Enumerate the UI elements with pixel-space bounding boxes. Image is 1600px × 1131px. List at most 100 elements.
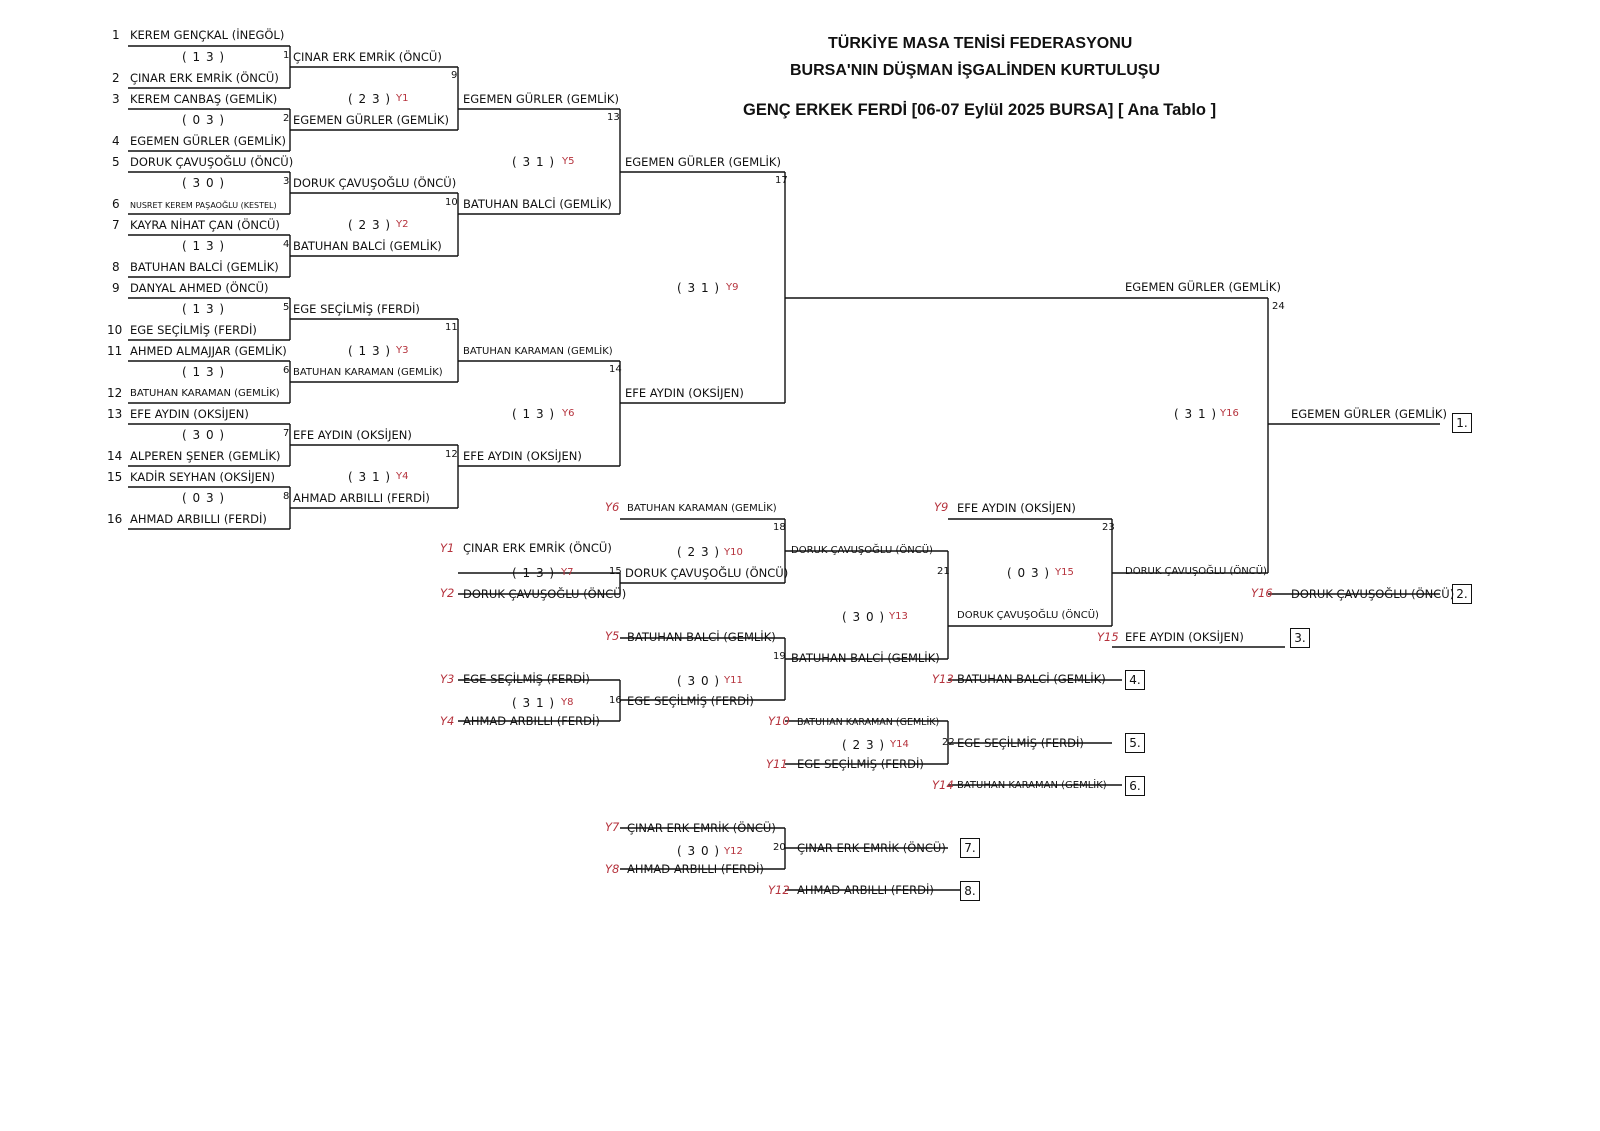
loser-code: Y16 [1220,408,1239,419]
match-number: 18 [773,522,786,533]
seed-number: 11 [107,344,123,358]
place-name: BATUHAN BALCİ (GEMLİK) [957,672,1106,686]
seed-number: 14 [107,449,123,463]
federation-title: TÜRKİYE MASA TENİSİ FEDERASYONU [828,35,1133,52]
match-number: 22 [942,737,955,748]
seed-number: 12 [107,386,123,400]
match-score: ( 2 3 ) [348,92,392,106]
match-winner: EGE SEÇİLMİŞ (FERDİ) [293,302,420,316]
seed-name: DORUK ÇAVUŞOĞLU (ÖNCÜ) [130,155,294,169]
match-winner: ÇINAR ERK EMRİK (ÖNCÜ) [293,50,442,64]
seed-name: BATUHAN KARAMAN (GEMLİK) [130,388,280,399]
match-number: 12 [445,449,458,460]
seed-number: 10 [107,323,123,337]
loser-tag: Y12 [768,883,790,897]
seed-name: EGE SEÇİLMİŞ (FERDİ) [130,323,257,337]
place-box: 5. [1125,733,1145,753]
player-name: EFE AYDIN (OKSİJEN) [957,501,1076,515]
match-winner: DORUK ÇAVUŞOĞLU (ÖNCÜ) [791,545,933,556]
seed-number: 8 [112,260,120,274]
player-name: AHMAD ARBILLI (FERDİ) [463,714,600,728]
match-number: 1 [283,50,290,61]
match-winner: EGEMEN GÜRLER (GEMLİK) [625,155,781,169]
match-number: 5 [283,302,290,313]
player-name: AHMAD ARBILLI (FERDİ) [627,862,764,876]
match-winner: EGEMEN GÜRLER (GEMLİK) [1125,280,1281,294]
match-number: 23 [1102,522,1115,533]
place-name: BATUHAN KARAMAN (GEMLİK) [957,780,1107,791]
seed-name: KADİR SEYHAN (OKSİJEN) [130,470,275,484]
place-name: ÇINAR ERK EMRİK (ÖNCÜ) [797,841,946,855]
loser-tag: Y4 [440,714,455,728]
match-score: ( 3 1 ) [512,155,556,169]
match-score: ( 2 3 ) [677,545,721,559]
seed-name: DANYAL AHMED (ÖNCÜ) [130,281,269,295]
loser-tag: Y3 [440,672,455,686]
match-score: ( 3 0 ) [677,844,721,858]
match-score: ( 0 3 ) [182,491,226,505]
seed-name: NUSRET KEREM PAŞAOĞLU (KESTEL) [130,201,277,210]
match-score: ( 1 3 ) [182,50,226,64]
seed-number: 16 [107,512,123,526]
place-name: AHMAD ARBILLI (FERDİ) [797,883,934,897]
loser-code: Y8 [561,697,574,708]
loser-tag: Y10 [768,714,790,728]
loser-code: Y1 [396,93,409,104]
loser-tag: Y1 [440,541,455,555]
match-score: ( 3 0 ) [182,176,226,190]
loser-code: Y10 [724,547,743,558]
player-name: BATUHAN BALCİ (GEMLİK) [791,651,940,665]
place-box: 8. [960,881,980,901]
place-name: EGE SEÇİLMİŞ (FERDİ) [957,736,1084,750]
seed-name: BATUHAN BALCİ (GEMLİK) [130,260,279,274]
loser-code: Y12 [724,846,743,857]
match-score: ( 1 3 ) [182,239,226,253]
match-score: ( 0 3 ) [1007,566,1051,580]
match-score: ( 1 3 ) [182,302,226,316]
loser-code: Y15 [1055,567,1074,578]
match-winner: EFE AYDIN (OKSİJEN) [463,449,582,463]
match-number: 14 [609,364,622,375]
seed-number: 6 [112,197,120,211]
match-score: ( 1 3 ) [348,344,392,358]
match-winner: EFE AYDIN (OKSİJEN) [625,386,744,400]
match-number: 8 [283,491,290,502]
player-name: DORUK ÇAVUŞOĞLU (ÖNCÜ) [463,587,627,601]
seed-number: 7 [112,218,120,232]
loser-tag: Y7 [605,820,620,834]
player-name: ÇINAR ERK EMRİK (ÖNCÜ) [627,821,776,835]
match-winner: EGEMEN GÜRLER (GEMLİK) [463,92,619,106]
place-name: EFE AYDIN (OKSİJEN) [1125,630,1244,644]
loser-code: Y13 [889,611,908,622]
loser-tag: Y9 [934,500,949,514]
player-name: ÇINAR ERK EMRİK (ÖNCÜ) [463,541,612,555]
place-box: 3. [1290,628,1310,648]
category-title: GENÇ ERKEK FERDİ [06-07 Eylül 2025 BURSA… [743,101,1217,119]
match-score: ( 2 3 ) [348,218,392,232]
seed-number: 3 [112,92,120,106]
seed-number: 4 [112,134,120,148]
match-number: 15 [609,566,622,577]
seed-name: AHMED ALMAJJAR (GEMLİK) [130,344,287,358]
player-name: EGE SEÇİLMİŞ (FERDİ) [797,757,924,771]
place-box: 1. [1452,413,1472,433]
loser-tag: Y5 [605,629,620,643]
loser-tag: Y15 [1097,630,1119,644]
match-number: 13 [607,112,620,123]
match-number: 20 [773,842,786,853]
player-name: DORUK ÇAVUŞOĞLU (ÖNCÜ) [957,610,1099,621]
loser-tag: Y6 [605,500,620,514]
match-number: 10 [445,197,458,208]
seed-name: EFE AYDIN (OKSİJEN) [130,407,249,421]
seed-number: 13 [107,407,123,421]
seed-name: KEREM GENÇKAL (İNEGÖL) [130,28,285,42]
event-title: BURSA'NIN DÜŞMAN İŞGALİNDEN KURTULUŞU [790,62,1161,79]
match-number: 9 [451,70,458,81]
loser-code: Y7 [561,567,574,578]
match-number: 4 [283,239,290,250]
seed-name: ÇINAR ERK EMRİK (ÖNCÜ) [130,71,279,85]
loser-code: Y5 [562,156,575,167]
match-score: ( 1 3 ) [182,365,226,379]
